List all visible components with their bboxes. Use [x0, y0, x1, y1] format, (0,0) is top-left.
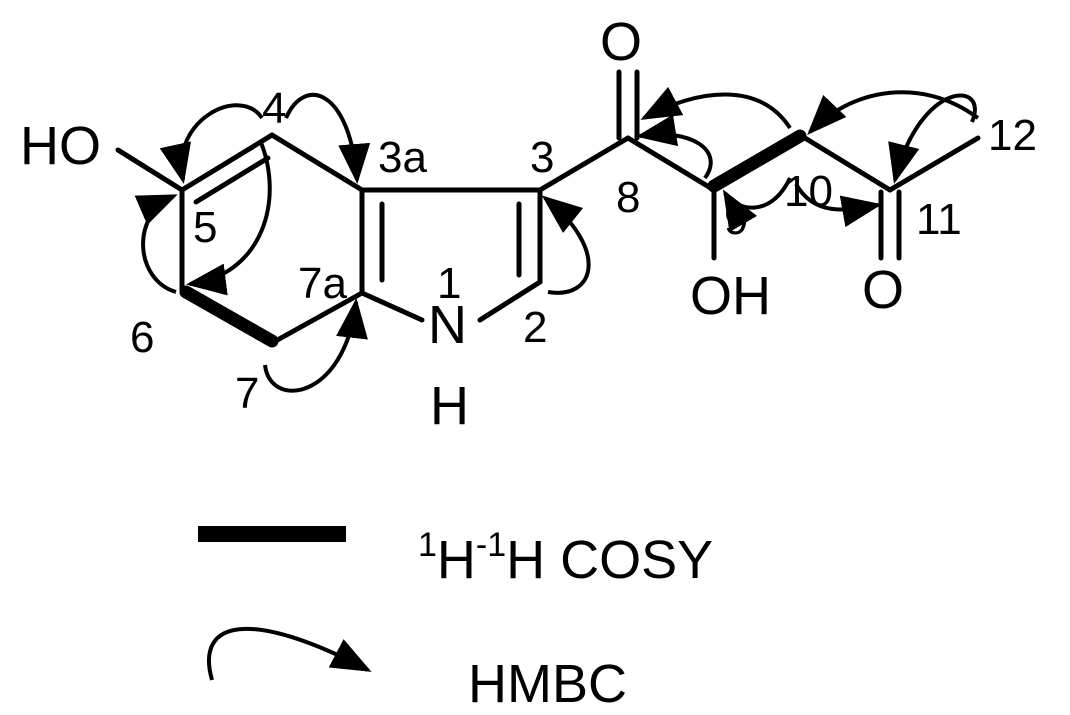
hmbc-arrow-12-to-11 [888, 93, 977, 184]
nitrogen-hydrogen-label: H [430, 376, 469, 436]
hmbc-arrow-7-to-7a [263, 298, 368, 393]
legend-cosy-swatch [198, 526, 346, 542]
bond-3-c8 [537, 135, 631, 193]
cosy-correlations [179, 129, 807, 348]
hmbc-arrow-2-to-3 [541, 195, 591, 295]
ketone-oxygen-label-11: O [862, 260, 904, 320]
bond-5-4-inner [193, 155, 271, 205]
legend-hmbc-label: HMBC [468, 654, 627, 714]
bond-4-3a [269, 132, 365, 193]
position-label-1: 1 [437, 259, 461, 308]
hmbc-arrow-4-to-3a [284, 92, 371, 184]
hmbc-arrow-10-to-11 [794, 182, 882, 228]
hmbc-arrow-10-to-9 [722, 177, 792, 233]
hmbc-correlations [134, 86, 980, 393]
hmbc-arrow-4-to-5 [159, 103, 264, 184]
bond-c10-c11 [797, 132, 893, 193]
legend-hmbc-arrow [206, 626, 372, 681]
bond-c8-c9 [625, 135, 717, 193]
hydroxyl-label-9: OH [690, 266, 771, 326]
position-label-9: 9 [724, 195, 748, 244]
bond-c11-c12 [887, 135, 981, 193]
hmbc-arrow-9-to-8 [636, 114, 713, 180]
hmbc-arrow-6-to-5 [134, 194, 178, 294]
molecular-skeleton [179, 69, 981, 346]
atom-labels: HO N H O OH O [20, 10, 904, 436]
hydroxyl-label-5: HO [20, 116, 101, 176]
position-numbers: 1 2 3 3a 4 5 6 7 7a 8 9 10 11 12 [130, 84, 1037, 418]
position-label-3: 3 [530, 133, 554, 182]
position-label-7a: 7a [298, 259, 347, 308]
legend: 1H-1H COSY HMBC [198, 526, 713, 714]
hmbc-arrow-10-to-8 [640, 86, 792, 130]
ketone-oxygen-label-8: O [600, 12, 642, 72]
position-label-12: 12 [988, 111, 1037, 160]
legend-cosy-label: 1H-1H COSY [418, 526, 713, 590]
bond-5-4 [179, 132, 275, 193]
position-label-11: 11 [916, 195, 962, 244]
position-label-5: 5 [193, 203, 217, 252]
hmbc-arrow-12-to-10 [807, 90, 980, 135]
position-label-4: 4 [262, 84, 286, 133]
position-label-7: 7 [235, 369, 259, 418]
position-label-2: 2 [523, 303, 547, 352]
position-label-3a: 3a [378, 133, 427, 182]
bond-2-n1 [477, 279, 543, 323]
nitrogen-label: N [428, 295, 467, 355]
bond-5-ho [115, 147, 185, 193]
position-label-10: 10 [784, 167, 833, 216]
hmbc-arrow-4-to-6 [186, 139, 272, 296]
bond-7a-n1 [359, 290, 425, 323]
position-label-6: 6 [130, 313, 154, 362]
position-label-8: 8 [616, 173, 640, 222]
cosy-bond-9-10 [707, 129, 807, 193]
cosy-bond-6-7 [179, 285, 279, 348]
